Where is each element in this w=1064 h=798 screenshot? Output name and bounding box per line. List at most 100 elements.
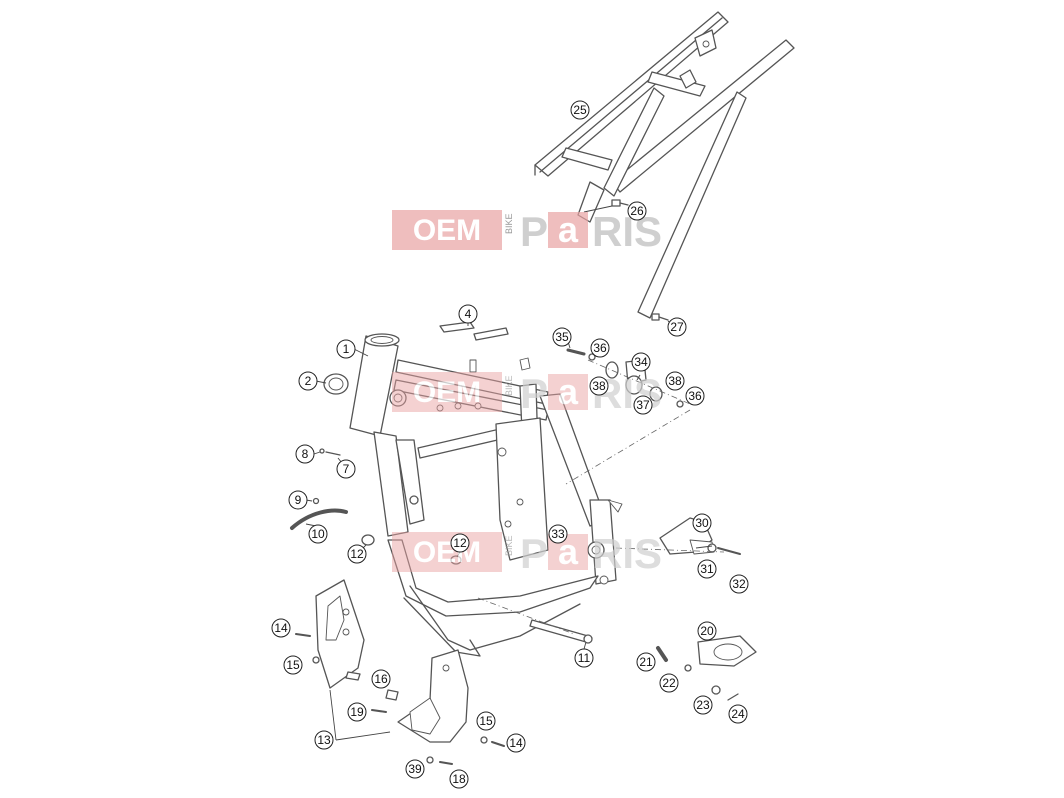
callout-label: 24 (731, 707, 745, 721)
main-frame-part (349, 333, 623, 657)
callout-label: 38 (668, 374, 682, 388)
hose-10-part (290, 508, 348, 530)
callout-12-left: 12 (347, 544, 367, 564)
callout-label: 30 (695, 516, 709, 530)
callout-label: 13 (317, 733, 331, 747)
callout-label: 36 (593, 341, 607, 355)
callout-25: 25 (570, 100, 590, 120)
callout-label: 21 (639, 655, 653, 669)
callout-4: 4 (458, 304, 478, 324)
callout-9: 9 (288, 490, 308, 510)
callout-label: 32 (732, 577, 746, 591)
watermark-text-ris: RIS (592, 530, 662, 577)
watermark-text-bike: BIKE (504, 535, 514, 556)
subframe-part (534, 11, 795, 319)
engine-mount-parts (566, 348, 684, 408)
watermark-text-p: P (520, 370, 548, 417)
callout-label: 8 (302, 447, 309, 461)
bolt-26-part (611, 199, 629, 207)
callout-label: 36 (688, 389, 702, 403)
bolt-27-part (651, 313, 669, 321)
footpeg-part (656, 635, 757, 701)
callout-label: 9 (295, 493, 302, 507)
callout-21: 21 (636, 652, 656, 672)
callout-37: 37 (633, 395, 653, 415)
watermark-text-bike: BIKE (504, 213, 514, 234)
callout-label: 34 (634, 355, 648, 369)
callout-34: 34 (631, 352, 651, 372)
callout-label: 12 (453, 536, 467, 550)
callout-label: 22 (662, 676, 676, 690)
callout-18: 18 (449, 769, 469, 789)
screw-7-part (319, 448, 341, 456)
callout-label: 19 (350, 705, 364, 719)
callout-label: 2 (305, 374, 312, 388)
cap-2-part (323, 373, 349, 395)
watermark-text-oem: OEM (413, 214, 481, 247)
frame-guard-right-part (397, 649, 469, 743)
watermark-bottom: OEM BIKE P a RIS (392, 530, 662, 577)
callout-label: 14 (274, 621, 288, 635)
callout-35: 35 (552, 327, 572, 347)
callout-label: 4 (465, 307, 472, 321)
callout-38-left: 38 (589, 376, 609, 396)
callout-30: 30 (692, 513, 712, 533)
callout-27: 27 (667, 317, 687, 337)
callout-31: 31 (697, 559, 717, 579)
callout-label: 26 (630, 204, 644, 218)
callout-24: 24 (728, 704, 748, 724)
callout-15-left: 15 (283, 655, 303, 675)
callout-7: 7 (336, 459, 356, 479)
callout-label: 7 (343, 462, 350, 476)
callout-26: 26 (627, 201, 647, 221)
callout-label: 25 (573, 103, 587, 117)
callout-38-right: 38 (665, 371, 685, 391)
watermark-top: OEM BIKE P a RIS (392, 208, 662, 255)
callout-39: 39 (405, 759, 425, 779)
callout-22: 22 (659, 673, 679, 693)
callout-label: 33 (551, 527, 565, 541)
watermark-text-p: P (520, 530, 548, 577)
clip-9-part (312, 497, 320, 505)
shaft-11-part (529, 619, 593, 644)
callout-label: 27 (670, 320, 684, 334)
watermark-text-a: a (558, 209, 579, 250)
callout-32: 32 (729, 574, 749, 594)
callout-36-top: 36 (590, 338, 610, 358)
watermark-text-a: a (558, 371, 579, 412)
watermark-text-oem: OEM (413, 536, 481, 569)
callout-label: 39 (408, 762, 422, 776)
callout-1: 1 (336, 339, 356, 359)
sticker-4-part (439, 321, 509, 341)
callout-10: 10 (308, 524, 328, 544)
callout-label: 35 (555, 330, 569, 344)
callout-14-right: 14 (506, 733, 526, 753)
callout-label: 11 (578, 651, 591, 665)
callout-label: 16 (374, 672, 388, 686)
callout-11: 11 (574, 648, 594, 668)
screws-parts (295, 633, 505, 765)
callout-label: 14 (509, 736, 523, 750)
watermark-text-p: P (520, 208, 548, 255)
callout-label: 38 (592, 379, 606, 393)
callout-12-center: 12 (450, 533, 470, 553)
callout-20: 20 (697, 621, 717, 641)
callout-13: 13 (314, 730, 334, 750)
callout-label: 10 (311, 527, 325, 541)
callout-2: 2 (298, 371, 318, 391)
callout-33: 33 (548, 524, 568, 544)
watermark-text-bike: BIKE (504, 375, 514, 396)
callout-15-right: 15 (476, 711, 496, 731)
assembly-lines (477, 359, 725, 635)
callout-label: 31 (700, 562, 714, 576)
watermark-middle: OEM BIKE P a RIS (392, 370, 662, 417)
frame-guard-left-part (315, 579, 365, 689)
callout-label: 37 (636, 398, 650, 412)
callout-36-right: 36 (685, 386, 705, 406)
callout-label: 15 (286, 658, 300, 672)
callout-label: 20 (700, 624, 714, 638)
callout-label: 23 (696, 698, 710, 712)
callout-label: 12 (350, 547, 364, 561)
callout-23: 23 (693, 695, 713, 715)
